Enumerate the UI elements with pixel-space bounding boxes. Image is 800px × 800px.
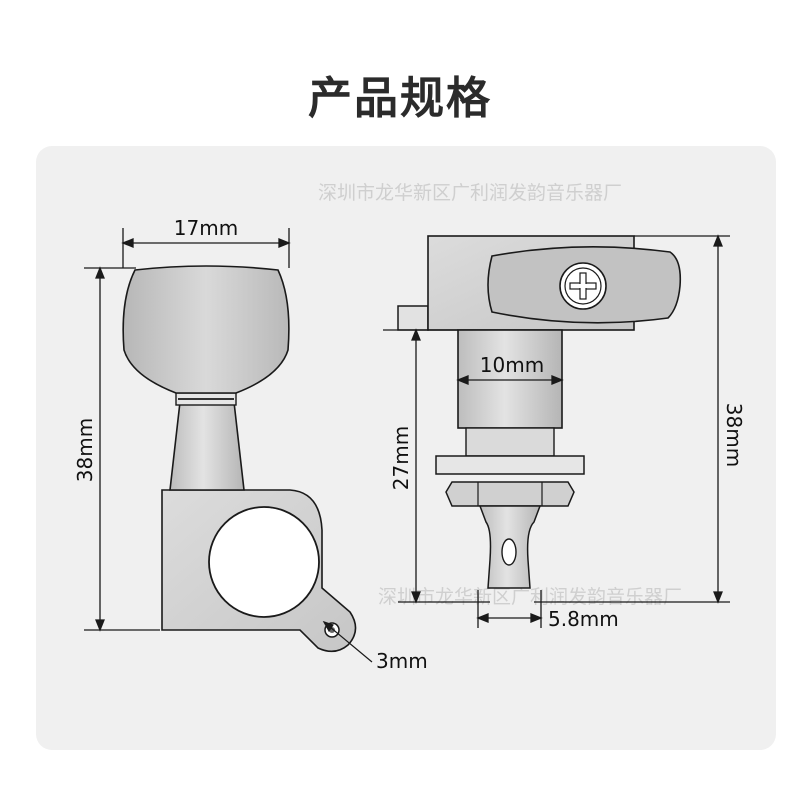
dim-left-width-label: 17mm — [174, 216, 238, 240]
dim-shaft-height — [383, 328, 490, 604]
spec-panel — [36, 146, 776, 750]
page-title: 产品规格 — [308, 73, 492, 124]
dim-left-height-label: 38mm — [73, 418, 97, 482]
hex-nut — [445, 481, 575, 507]
dim-left-height — [84, 266, 160, 632]
right-tuner — [397, 235, 682, 589]
post-shaft — [457, 329, 563, 429]
dim-right-height-label: 38mm — [722, 403, 746, 467]
dim-shaft-width — [456, 375, 564, 385]
dim-right-height — [534, 234, 730, 604]
washer — [435, 455, 585, 475]
tuner-shaft — [169, 401, 245, 491]
dim-post-width — [476, 590, 543, 628]
dim-left-width — [121, 228, 291, 268]
watermark-top: 深圳市龙华新区广利润发韵音乐器厂 — [318, 182, 623, 204]
dim-hole-label: 3mm — [376, 649, 428, 673]
dim-hole — [322, 620, 373, 663]
dim-post-width-label: 5.8mm — [548, 607, 619, 631]
left-tuner — [122, 265, 357, 653]
dim-shaft-width-label: 10mm — [480, 353, 544, 377]
gear-cover — [208, 506, 320, 618]
dim-shaft-height-label: 27mm — [389, 426, 413, 490]
tuner-button — [122, 265, 290, 394]
